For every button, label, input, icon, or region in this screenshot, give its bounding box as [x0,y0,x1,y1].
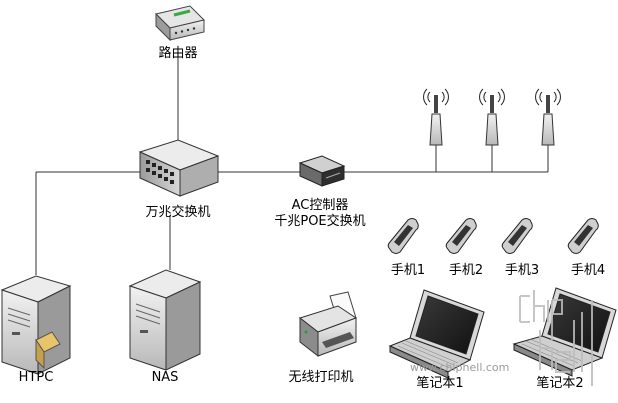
poe-switch-label: 千兆POE交换机 [274,214,366,229]
access-point-icon-2 [479,88,505,146]
nas-icon [128,269,202,371]
laptop-label-2: 笔记本2 [536,376,584,391]
phone-label-3: 手机3 [504,263,540,278]
access-point-icon-3 [535,88,561,146]
chiphell-logo-watermark [519,290,593,386]
phone-icon-2 [445,218,477,254]
phone-icon-3 [501,218,533,254]
phone-label-2: 手机2 [448,263,484,278]
printer-label: 无线打印机 [288,370,354,385]
router-label: 路由器 [158,46,198,61]
phone-label-1: 手机1 [390,263,426,278]
switch-10g-label: 万兆交换机 [145,205,211,220]
connection-lines [35,52,549,275]
switch-10g-icon [138,139,220,197]
ac-controller-label: AC控制器 [291,198,349,213]
htpc-icon [0,275,72,375]
router-icon [155,5,205,42]
watermark-url: www.chiphell.com [410,361,510,374]
laptop-icon-1 [388,289,485,379]
printer-icon [298,291,358,358]
phone-icon-1 [387,218,419,254]
phone-label-4: 手机4 [570,263,606,278]
htpc-label: HTPC [18,370,54,385]
access-point-icon-1 [423,88,449,146]
ac-controller-icon [298,155,346,187]
laptop-label-1: 笔记本1 [416,376,464,391]
phone-icon-4 [567,218,599,254]
nas-label: NAS [151,370,179,385]
laptop-icon-2 [512,287,617,377]
